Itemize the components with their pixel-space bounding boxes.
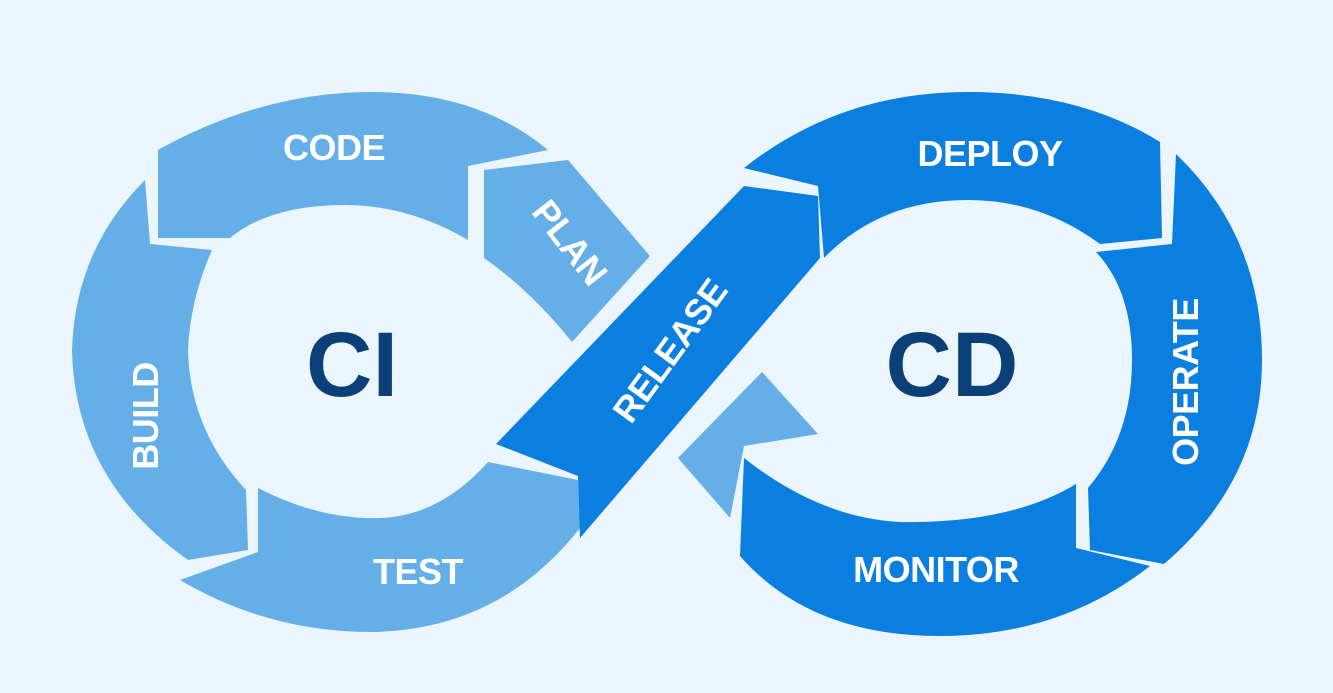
build-segment (72, 180, 248, 560)
code-label: CODE (283, 127, 385, 168)
build-label: BUILD (125, 362, 166, 470)
test-label: TEST (373, 551, 464, 592)
monitor-label: MONITOR (853, 549, 1019, 590)
plan-segment (484, 160, 650, 342)
deploy-segment (744, 92, 1162, 258)
ci-loop (72, 92, 650, 632)
operate-segment (1088, 154, 1262, 564)
cd-loop (678, 92, 1262, 636)
cd-center-label: CD (886, 314, 1019, 416)
code-segment (158, 92, 548, 240)
release-band (496, 186, 820, 538)
test-segment (180, 462, 580, 632)
ci-center-label: CI (306, 314, 398, 416)
operate-label: OPERATE (1165, 298, 1206, 466)
return-chevron (678, 372, 818, 518)
monitor-segment (740, 458, 1150, 636)
deploy-label: DEPLOY (917, 133, 1063, 174)
